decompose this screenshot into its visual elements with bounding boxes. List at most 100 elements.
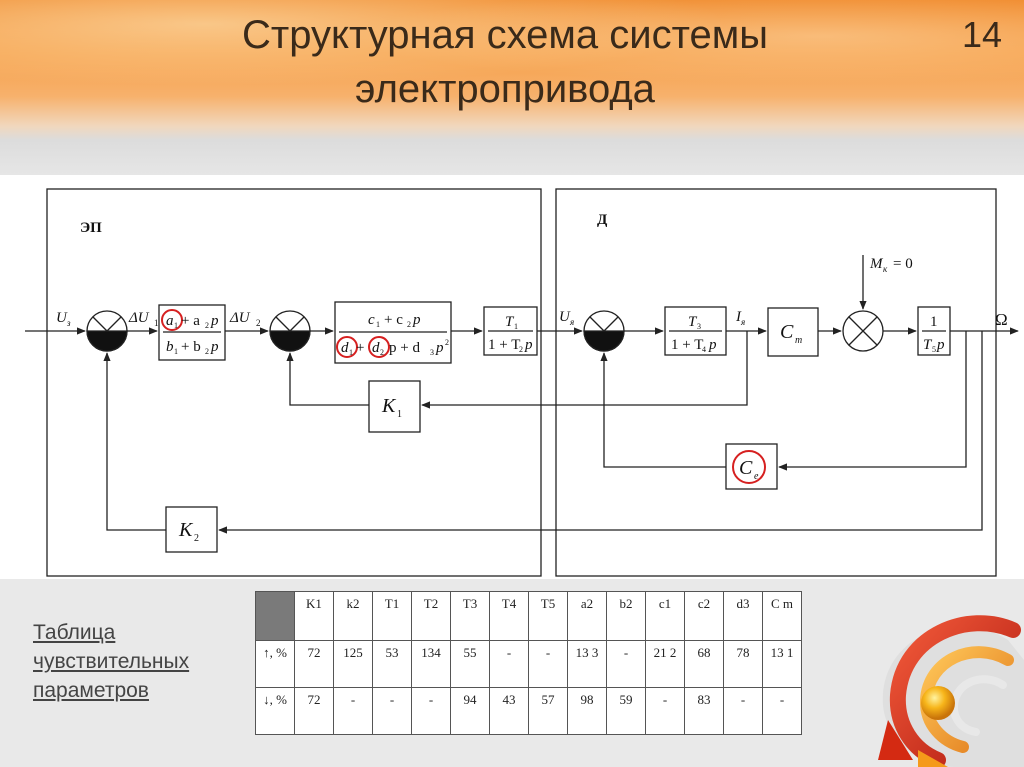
table-row: ↑, % 72 125 53 134 55 - - 13 3 - 21 2 68…: [255, 640, 802, 688]
svg-text:2: 2: [407, 320, 411, 329]
svg-text:1: 1: [376, 320, 380, 329]
block2-den-d1: d: [341, 340, 349, 356]
table-cell: 83: [684, 687, 724, 735]
svg-text:e: e: [754, 471, 759, 482]
block-a-b: [158, 304, 226, 361]
block-diagram-svg: ЭП Д U з ΔU 1 ΔU 2 U я I я M к = 0 Ω a 1…: [25, 188, 1019, 577]
d-frame: [555, 188, 997, 577]
block-cm: [767, 307, 819, 357]
table-cell: -: [723, 687, 763, 735]
table-cell: 21 2: [645, 640, 685, 688]
sum-junction-3: [583, 310, 625, 352]
table-cell: 53: [372, 640, 412, 688]
table-header-row: K1 k2 T1 T2 T3 T4 T5 a2 b2 c1 c2 d3 C m: [255, 591, 802, 641]
label-delta-u2: ΔU: [229, 310, 251, 326]
block4-num: T: [688, 314, 698, 330]
highlight-d2: [368, 336, 390, 358]
svg-text:2: 2: [194, 533, 199, 544]
svg-text:1: 1: [514, 322, 518, 331]
svg-text:я: я: [740, 317, 745, 327]
table-cell: -: [489, 640, 529, 688]
table-header-cell: T3: [450, 591, 490, 641]
block-k1: [368, 380, 421, 433]
section-label-ep: ЭП: [80, 220, 102, 236]
decorative-3d-logo: [878, 615, 1024, 767]
svg-text:+ c: + c: [384, 312, 403, 328]
caption-line-1: Таблица: [33, 621, 116, 644]
block2-den-d2: d: [372, 340, 380, 356]
sum-junction-2: [269, 310, 311, 352]
highlight-d1: [336, 336, 358, 358]
highlight-circles: [161, 309, 766, 484]
table-header-cell: K1: [294, 591, 334, 641]
table-corner-cell: [255, 591, 295, 641]
table-header-cell: k2: [333, 591, 373, 641]
svg-text:1: 1: [174, 347, 178, 356]
table-row-label: ↓, %: [255, 687, 295, 735]
block5-num: 1: [930, 314, 938, 330]
svg-text:1: 1: [349, 348, 353, 357]
table-cell: 59: [606, 687, 646, 735]
table-header-cell: c1: [645, 591, 685, 641]
svg-text:p: p: [524, 337, 533, 353]
block3-den: 1 + T: [488, 337, 520, 353]
highlight-ce: [732, 450, 766, 484]
sensitivity-table: K1 k2 T1 T2 T3 T4 T5 a2 b2 c1 c2 d3 C m …: [255, 591, 802, 735]
svg-text:з: з: [66, 318, 71, 328]
highlight-a1: [161, 309, 183, 331]
svg-text:2: 2: [519, 345, 523, 354]
table-header-cell: C m: [762, 591, 802, 641]
table-cell: 72: [294, 640, 334, 688]
table-header-cell: T4: [489, 591, 529, 641]
block2-num: c: [368, 312, 375, 328]
ep-frame: [46, 188, 542, 577]
block3-num: T: [505, 314, 515, 330]
table-row-label: ↑, %: [255, 640, 295, 688]
table-cell: 98: [567, 687, 607, 735]
block-k1-label: K: [381, 395, 397, 417]
svg-text:2: 2: [205, 347, 209, 356]
svg-text:2: 2: [205, 321, 209, 330]
block-ce-label: C: [739, 457, 753, 479]
svg-text:2: 2: [256, 318, 261, 328]
block-c-d: [334, 301, 452, 364]
block1-num-a1: a: [166, 313, 174, 329]
table-cell: 72: [294, 687, 334, 735]
label-i-ya: I: [735, 309, 742, 325]
section-label-d: Д: [597, 212, 608, 228]
label-u-z: U: [56, 310, 68, 326]
sum-junction-4: [842, 310, 884, 352]
table-cell: 78: [723, 640, 763, 688]
label-load-m: M: [869, 256, 884, 272]
table-header-cell: T5: [528, 591, 568, 641]
svg-text:3: 3: [430, 348, 434, 357]
table-row: ↓, % 72 - - - 94 43 57 98 59 - 83 - -: [255, 687, 802, 735]
svg-text:4: 4: [702, 345, 706, 354]
table-cell: -: [606, 640, 646, 688]
block5-den: T: [923, 337, 933, 353]
table-cell: 43: [489, 687, 529, 735]
svg-text:1: 1: [397, 409, 402, 420]
svg-text:2: 2: [380, 348, 384, 357]
svg-text:+ a: + a: [181, 313, 200, 329]
caption-line-2: чувствительных: [33, 650, 190, 673]
sum-junction-1: [86, 310, 128, 352]
svg-text:p: p: [936, 337, 945, 353]
svg-text:+: +: [356, 340, 364, 356]
label-omega: Ω: [995, 310, 1008, 329]
svg-text:+ b: + b: [181, 339, 201, 355]
svg-text:p: p: [708, 337, 717, 353]
table-cell: 94: [450, 687, 490, 735]
table-cell: -: [762, 687, 802, 735]
table-cell: -: [645, 687, 685, 735]
caption-line-3: параметров: [33, 679, 149, 702]
svg-text:p: p: [210, 339, 219, 355]
table-header-cell: T1: [372, 591, 412, 641]
svg-text:1: 1: [154, 318, 159, 328]
table-header-cell: T2: [411, 591, 451, 641]
table-cell: 55: [450, 640, 490, 688]
block1-den: b: [166, 339, 174, 355]
page-title: Структурная схема системы электропривода: [150, 8, 860, 116]
table-cell: -: [528, 640, 568, 688]
svg-text:p: p: [412, 312, 421, 328]
